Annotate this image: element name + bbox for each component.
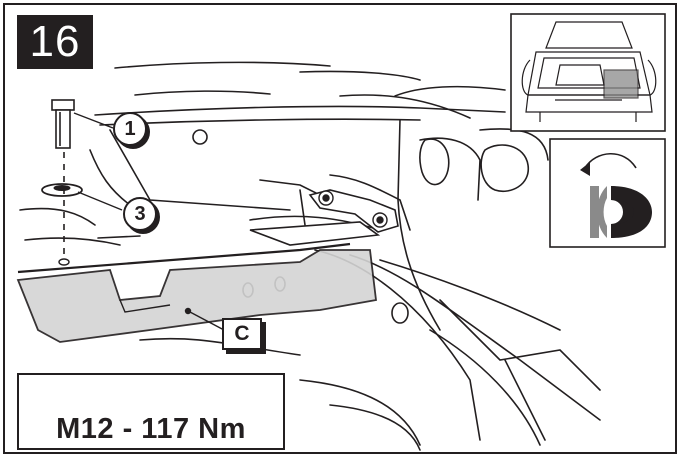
bolt-illustration — [51, 99, 75, 149]
torque-spec-text: M12 - 117 Nm — [56, 413, 246, 445]
bracket-nuts — [318, 190, 388, 228]
callout-part-c: C — [222, 318, 262, 350]
part-c-panel — [16, 249, 377, 343]
callout-washer: 3 — [123, 197, 157, 231]
trunk-structure-lines — [19, 61, 601, 451]
torque-spec-box: M12 - 117 Nm — [17, 373, 285, 450]
step-number-badge: 16 — [17, 15, 93, 69]
callout-bolt: 1 — [113, 112, 147, 146]
side-symmetry-inset — [549, 138, 666, 248]
leader-lines — [73, 112, 225, 331]
washer-illustration — [41, 183, 83, 197]
bracket — [249, 221, 381, 246]
panel-frame — [3, 3, 677, 454]
inset-highlight-area — [603, 69, 639, 99]
car-rear-inset — [510, 13, 666, 132]
